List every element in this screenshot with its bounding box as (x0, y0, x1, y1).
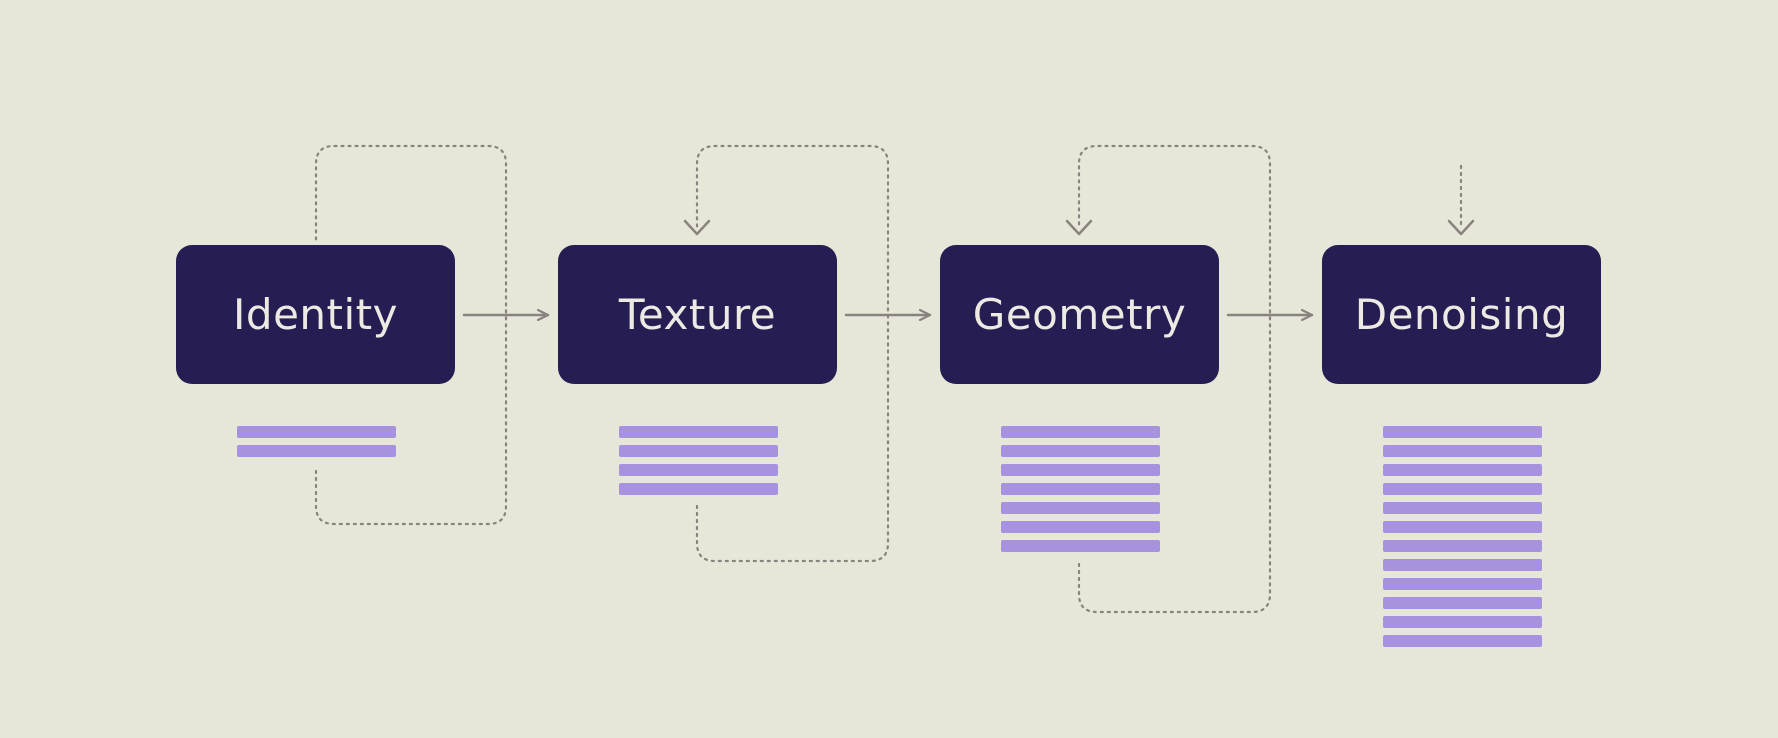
stage-identity: Identity (176, 245, 455, 384)
token-bar (1383, 483, 1542, 495)
token-stack-identity (237, 426, 396, 464)
stage-denoising: Denoising (1322, 245, 1601, 384)
token-bar (1383, 540, 1542, 552)
token-bar (1001, 502, 1160, 514)
stage-texture: Texture (558, 245, 837, 384)
token-bar (1383, 597, 1542, 609)
loop-geometry-to-denoising (1077, 144, 1272, 614)
token-bar (619, 445, 778, 457)
token-bar (1383, 445, 1542, 457)
token-bar (237, 445, 396, 457)
token-bar (1383, 578, 1542, 590)
token-bar (1383, 464, 1542, 476)
loop-arrowhead-geometry (1065, 219, 1093, 236)
token-bar (237, 426, 396, 438)
token-bar (1001, 521, 1160, 533)
stage-label: Texture (618, 290, 777, 339)
stage-label: Geometry (972, 290, 1187, 339)
stage-geometry: Geometry (940, 245, 1219, 384)
token-stack-texture (619, 426, 778, 502)
loop-texture-to-geometry (695, 144, 890, 563)
token-bar (619, 483, 778, 495)
loop-arrowhead-texture (683, 219, 711, 236)
token-bar (1001, 426, 1160, 438)
context-loops (314, 144, 1463, 614)
token-bar (1383, 635, 1542, 647)
token-bar (1001, 445, 1160, 457)
token-bar (619, 426, 778, 438)
token-bar (619, 464, 778, 476)
token-stack-denoising (1383, 426, 1542, 654)
token-stack-geometry (1001, 426, 1160, 559)
loop-arrowheads (683, 219, 1475, 236)
token-bar (1383, 559, 1542, 571)
stage-label: Denoising (1354, 290, 1569, 339)
token-bar (1001, 483, 1160, 495)
loop-arrowhead-denoising (1447, 219, 1475, 236)
token-bar (1383, 426, 1542, 438)
token-bar (1383, 521, 1542, 533)
token-bar (1383, 616, 1542, 628)
token-bar (1001, 540, 1160, 552)
stage-label: Identity (233, 290, 398, 339)
token-bar (1001, 464, 1160, 476)
token-bar (1383, 502, 1542, 514)
